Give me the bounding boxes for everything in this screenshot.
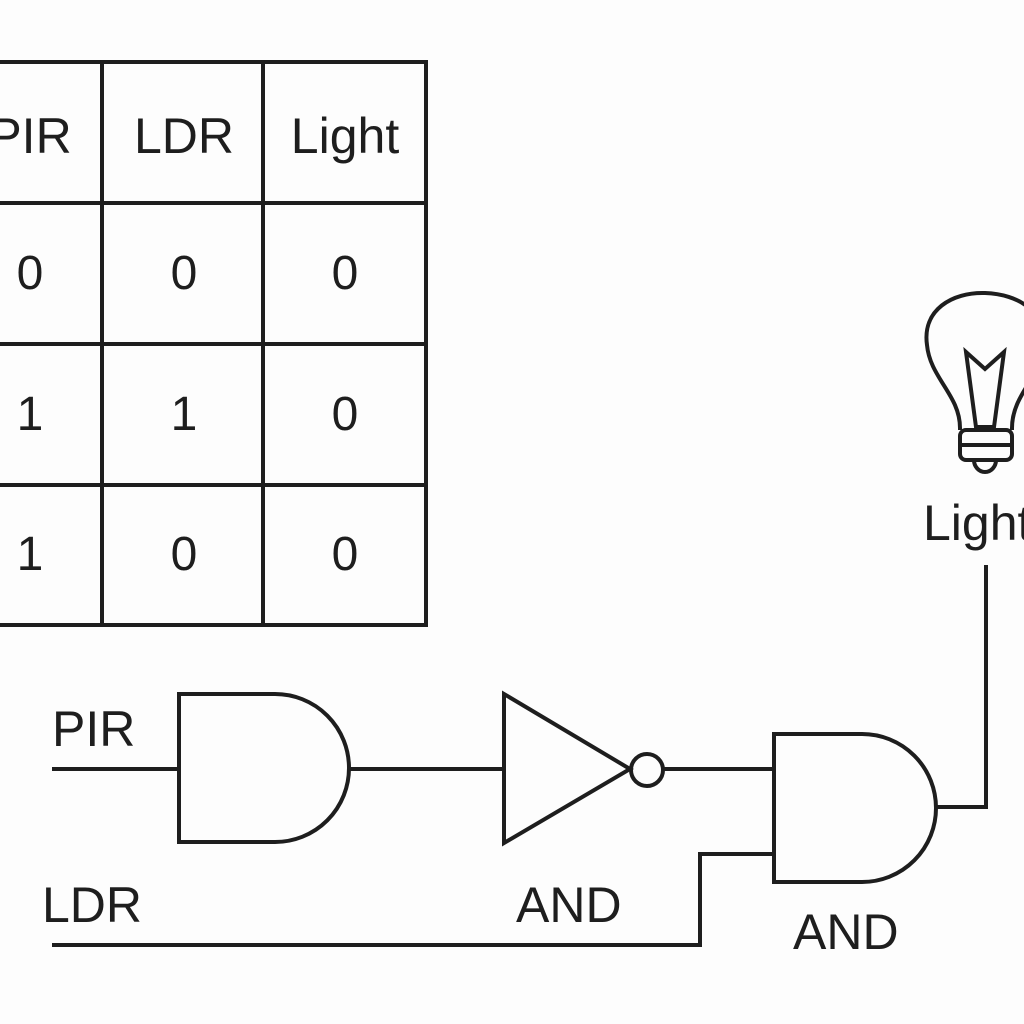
table-header-ldr: LDR [134, 108, 234, 164]
table-cell: 1 [17, 528, 44, 581]
table-cell: 0 [171, 247, 198, 300]
output-label-light: Light [923, 495, 1024, 551]
input-label-ldr: LDR [42, 877, 142, 933]
table-header-light: Light [291, 108, 400, 164]
output-wire [934, 565, 988, 809]
gate-label-and: AND [793, 904, 899, 960]
and-gate-1 [177, 692, 351, 844]
lightbulb-icon [924, 290, 1024, 474]
and-gate-2 [772, 732, 938, 884]
table-cell: 0 [171, 528, 198, 581]
not-gate-bubble [629, 752, 665, 788]
input-label-pir: PIR [52, 701, 135, 757]
ldr-input-wire [52, 852, 776, 947]
not-gate [502, 690, 634, 847]
table-cell: 1 [17, 388, 44, 441]
table-header-pir: PIR [0, 108, 72, 164]
table-cell: 1 [171, 388, 198, 441]
table-cell: 0 [17, 247, 44, 300]
table-cell: 0 [332, 247, 359, 300]
table-cell: 0 [332, 528, 359, 581]
table-cell: 0 [332, 388, 359, 441]
gate-label-not: AND [516, 877, 622, 933]
truth-table: PIR LDR Light 0 0 0 1 1 0 1 0 0 [0, 60, 428, 627]
